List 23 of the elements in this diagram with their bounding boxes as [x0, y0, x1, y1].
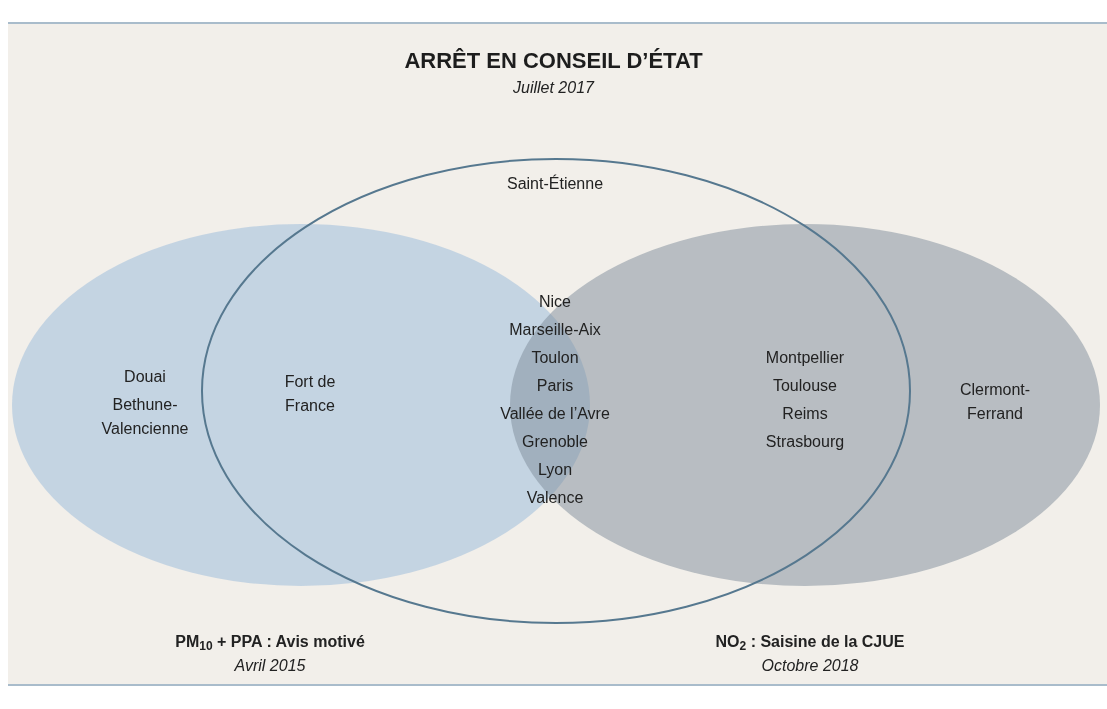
set-label: Bethune-Valencienne	[100, 395, 190, 439]
set-label: Saint-Étienne	[506, 173, 604, 194]
city-label: Marseille-Aix	[509, 320, 601, 340]
city-label: Nice	[539, 292, 571, 312]
city-label: Vallée de l’Avre	[500, 404, 610, 424]
city-label: Reims	[782, 404, 828, 424]
title: ARRÊT EN CONSEIL D’ÉTAT	[403, 47, 704, 75]
set-label: Douai	[124, 367, 166, 387]
set-label: Clermont-Ferrand	[958, 380, 1032, 424]
city-label: Grenoble	[522, 432, 588, 452]
city-label: Lyon	[537, 460, 573, 480]
date-caption: Avril 2015	[234, 656, 306, 676]
city-label: Fort de France	[283, 372, 337, 416]
city-label: Montpellier	[765, 348, 845, 368]
date-caption: Octobre 2018	[761, 656, 859, 676]
city-label: Paris	[536, 376, 574, 396]
city-label: Strasbourg	[765, 432, 845, 452]
city-label: Toulon	[531, 348, 579, 368]
set-caption: NO$_{2}$ : Saisine de la CJUE	[715, 632, 905, 654]
date-caption: Juillet 2017	[512, 78, 596, 98]
set-caption: PM$_{10}$ + PPA : Avis motivé	[175, 632, 365, 654]
city-label: Toulouse	[772, 376, 837, 396]
city-label: Valence	[526, 488, 584, 508]
